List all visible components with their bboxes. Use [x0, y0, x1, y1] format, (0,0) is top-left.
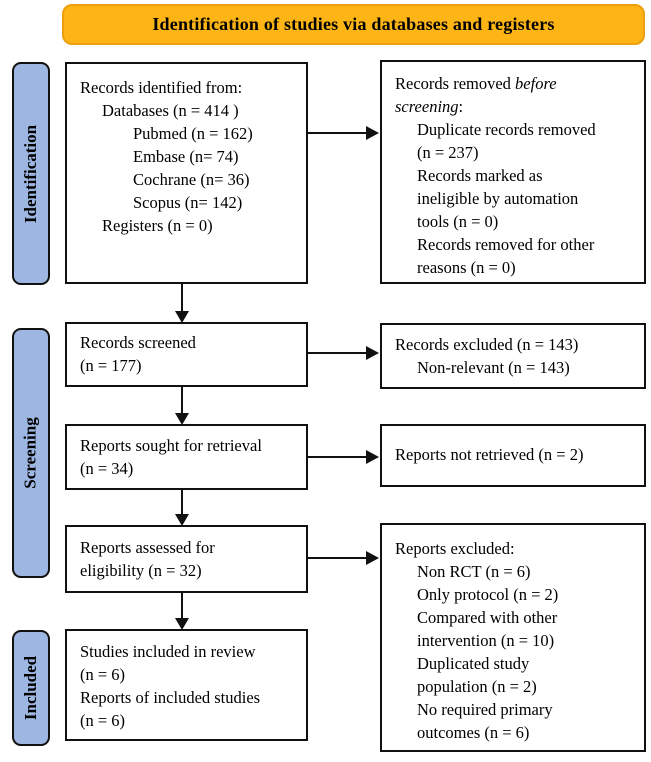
box-text-line: Duplicate records removed	[417, 120, 596, 139]
box-text-line: screening:	[395, 97, 464, 116]
box-text-line: population (n = 2)	[417, 677, 537, 696]
box-text-line: Reports sought for retrieval	[80, 436, 262, 455]
box-text-line: (n = 237)	[417, 143, 479, 162]
box-records-identified: Records identified from: Databases (n = 4…	[65, 62, 308, 284]
box-text-line: Scopus (n= 142)	[133, 193, 243, 212]
box-text-line: Non-relevant (n = 143)	[417, 358, 570, 377]
box-text-line: Reports assessed for	[80, 538, 215, 557]
box-text-line: Only protocol (n = 2)	[417, 585, 559, 604]
stage-label-included: Included	[12, 630, 50, 746]
box-reports-sought-for-retrieval: Reports sought for retrieval (n = 34)	[65, 424, 308, 490]
box-reports-excluded: Reports excluded: Non RCT (n = 6) Only pro…	[380, 523, 646, 752]
arrow-assessed-to-included	[175, 593, 189, 630]
box-text-line: Embase (n= 74)	[133, 147, 239, 166]
box-text-line: Pubmed (n = 162)	[133, 124, 253, 143]
banner-title: Identification of studies via databases …	[152, 14, 555, 34]
box-text-line: Duplicated study	[417, 654, 530, 673]
box-text-line: Reports not retrieved (n = 2)	[395, 445, 584, 464]
box-text-line: (n = 177)	[80, 356, 142, 375]
box-text-line: Studies included in review	[80, 642, 256, 661]
box-records-excluded: Records excluded (n = 143) Non-relevant (…	[380, 323, 646, 389]
box-text-line: Registers (n = 0)	[102, 216, 213, 235]
stage-label-text: Included	[21, 655, 40, 721]
box-text-line: Records removed before	[395, 74, 557, 93]
arrow-sought-to-not-retrieved	[308, 450, 379, 464]
box-text-line: Records screened	[80, 333, 196, 352]
arrow-identified-to-screened	[175, 284, 189, 323]
box-text-line: Records removed for other	[417, 235, 595, 254]
box-text-line: Databases (n = 414 )	[102, 101, 239, 120]
box-text-line: Records marked as	[417, 166, 543, 185]
box-text-line: outcomes (n = 6)	[417, 723, 530, 742]
stage-label-identification: Identification	[12, 62, 50, 285]
box-text-line: (n = 34)	[80, 459, 134, 478]
box-reports-not-retrieved: Reports not retrieved (n = 2)	[380, 424, 646, 487]
box-studies-included-in-review: Studies included in review (n = 6) Reports…	[65, 629, 308, 741]
box-reports-assessed-for-eligibility: Reports assessed for eligibility (n = 32)	[65, 525, 308, 593]
box-text-line: Records identified from:	[80, 78, 243, 97]
arrow-identified-to-removed	[308, 126, 379, 140]
stage-label-text: Identification	[21, 124, 41, 223]
arrow-screened-to-sought	[175, 387, 189, 425]
box-text-line: Records excluded (n = 143)	[395, 335, 579, 354]
box-text-line: Reports excluded:	[395, 539, 515, 558]
box-text-line: intervention (n = 10)	[417, 631, 555, 650]
box-text-line: reasons (n = 0)	[417, 258, 516, 277]
box-text-line: Cochrane (n= 36)	[133, 170, 250, 189]
box-records-screened: Records screened (n = 177)	[65, 322, 308, 387]
box-text-line: Reports of included studies	[80, 688, 261, 707]
box-text-line: eligibility (n = 32)	[80, 561, 202, 580]
box-records-removed-before-screening: Records removed before screening: Duplicat…	[380, 60, 646, 284]
box-text-line: Non RCT (n = 6)	[417, 562, 531, 581]
arrow-sought-to-assessed	[175, 490, 189, 526]
box-text-line: (n = 6)	[80, 711, 126, 730]
box-text-line: Compared with other	[417, 608, 558, 627]
arrow-screened-to-excluded	[308, 346, 379, 360]
box-text-line: ineligible by automation	[417, 189, 579, 208]
stage-label-text: Screening	[21, 417, 40, 489]
box-text-line: (n = 6)	[80, 665, 126, 684]
box-text-line: No required primary	[417, 700, 553, 719]
stage-label-screening: Screening	[12, 328, 50, 578]
box-text-line: tools (n = 0)	[417, 212, 499, 231]
arrow-assessed-to-reports-excluded	[308, 551, 379, 565]
banner-identification-of-studies: Identification of studies via databases …	[62, 4, 645, 45]
